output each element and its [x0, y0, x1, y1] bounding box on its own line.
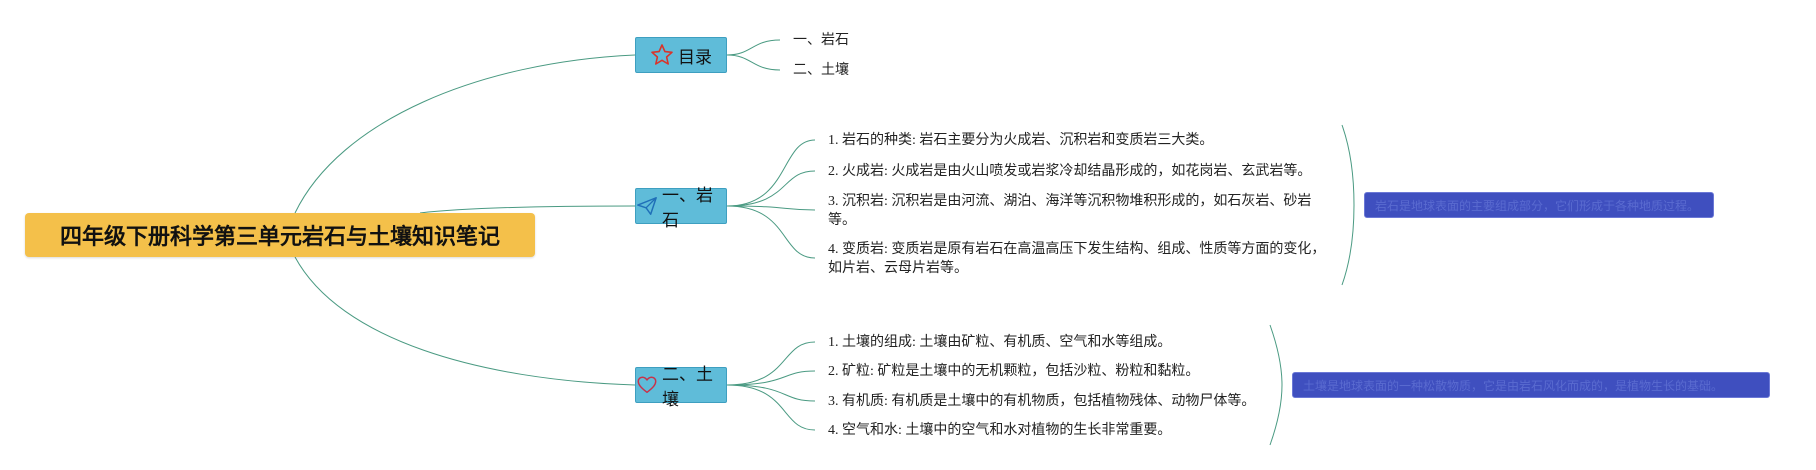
- paper-plane-icon: [636, 195, 658, 217]
- summary-rock-text: 岩石是地球表面的主要组成部分，它们形成于各种地质过程。: [1375, 198, 1700, 213]
- rock-item-2[interactable]: 2. 火成岩: 火成岩是由火山喷发或岩浆冷却结晶形成的，如花岗岩、玄武岩等。: [828, 164, 1312, 179]
- summary-brace-soil: [1269, 324, 1283, 446]
- topic-soil-label: 二、土壤: [662, 365, 713, 410]
- connector-root-soil: [294, 256, 636, 386]
- topic-soil[interactable]: 二、土壤: [635, 365, 727, 410]
- root-title: 四年级下册科学第三单元岩石与土壤知识笔记: [59, 225, 500, 250]
- connector-root-toc: [294, 54, 636, 214]
- toc-item-2[interactable]: 二、土壤: [793, 63, 849, 78]
- topic-rock-label: 一、岩石: [662, 186, 713, 231]
- toc-item-1[interactable]: 一、岩石: [793, 33, 849, 48]
- root-topic[interactable]: 四年级下册科学第三单元岩石与土壤知识笔记: [25, 213, 535, 257]
- heart-icon: [636, 374, 658, 396]
- summary-soil-text: 土壤是地球表面的一种松散物质，它是由岩石风化而成的，是植物生长的基础。: [1303, 378, 1724, 393]
- topic-toc-label: 目录: [678, 47, 712, 68]
- topic-rock[interactable]: 一、岩石: [635, 186, 727, 231]
- rock-item-1[interactable]: 1. 岩石的种类: 岩石主要分为火成岩、沉积岩和变质岩三大类。: [828, 133, 1214, 148]
- soil-item-2[interactable]: 2. 矿粒: 矿粒是土壤中的无机颗粒，包括沙粒、粉粒和黏粒。: [828, 364, 1200, 379]
- star-icon: [650, 43, 674, 67]
- rock-item-4[interactable]: 4. 变质岩: 变质岩是原有岩石在高温高压下发生结构、组成、性质等方面的变化，如…: [828, 242, 1326, 276]
- soil-item-1[interactable]: 1. 土壤的组成: 土壤由矿粒、有机质、空气和水等组成。: [828, 335, 1172, 350]
- topic-toc[interactable]: 目录: [635, 37, 727, 73]
- soil-item-3[interactable]: 3. 有机质: 有机质是土壤中的有机物质，包括植物残体、动物尸体等。: [828, 394, 1256, 409]
- rock-item-3[interactable]: 3. 沉积岩: 沉积岩是由河流、湖泊、海洋等沉积物堆积形成的，如石灰岩、砂岩等。: [828, 194, 1312, 228]
- soil-item-4[interactable]: 4. 空气和水: 土壤中的空气和水对植物的生长非常重要。: [828, 423, 1172, 438]
- summary-rock[interactable]: 岩石是地球表面的主要组成部分，它们形成于各种地质过程。: [1364, 192, 1714, 218]
- summary-soil[interactable]: 土壤是地球表面的一种松散物质，它是由岩石风化而成的，是植物生长的基础。: [1292, 372, 1770, 398]
- connector-root-rock: [419, 205, 636, 214]
- summary-brace-rock: [1341, 124, 1355, 286]
